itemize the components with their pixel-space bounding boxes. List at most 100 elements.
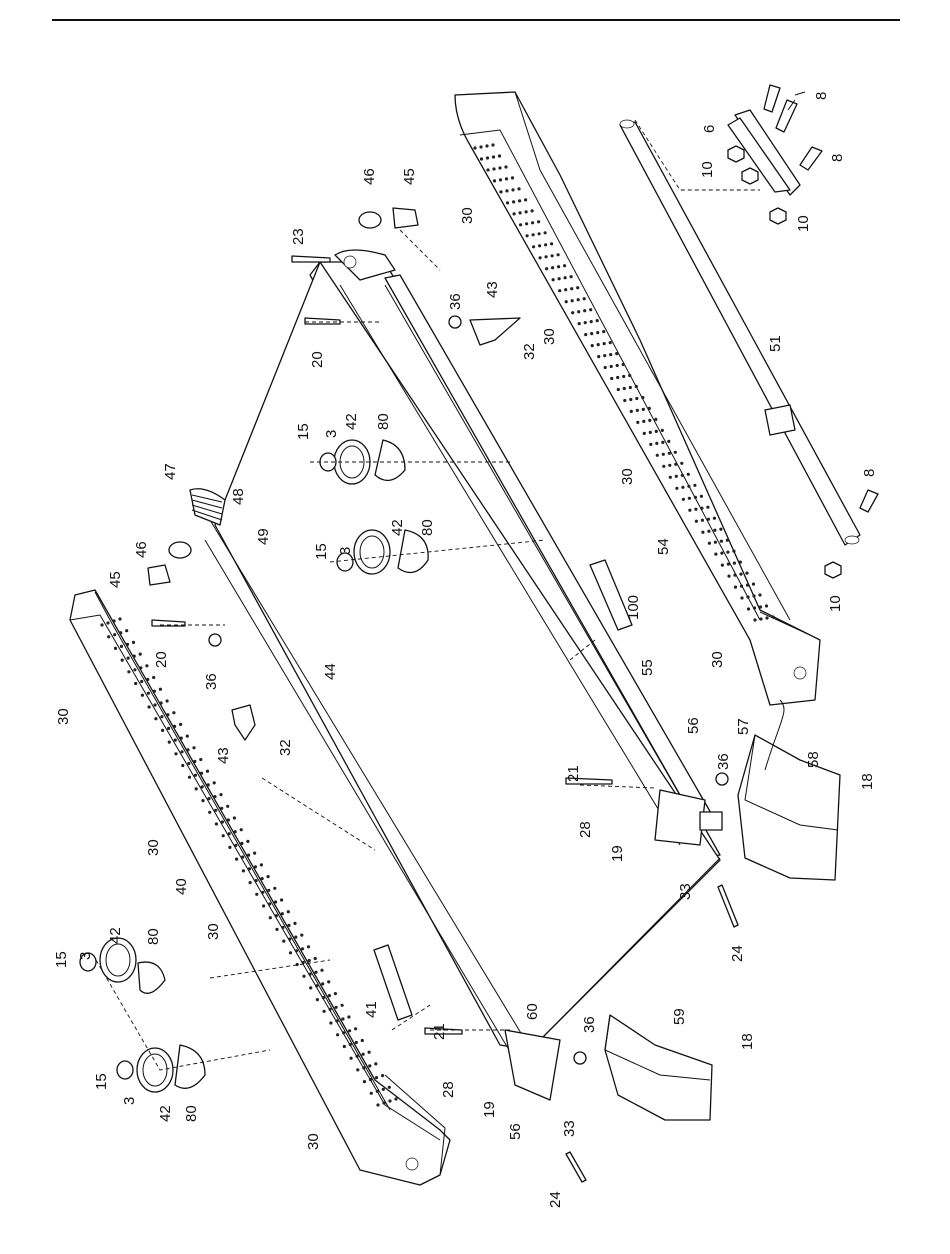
perforation-dot	[499, 190, 502, 193]
callout-label: 10	[795, 215, 812, 232]
perforation-dot	[511, 188, 514, 191]
perforation-dot	[551, 266, 554, 269]
perforation-dot	[492, 155, 495, 158]
perforation-dot	[376, 1103, 379, 1106]
perforation-dot	[662, 465, 665, 468]
perforation-dot	[524, 198, 527, 201]
perforation-dot	[668, 464, 671, 467]
perforation-dot	[629, 398, 632, 401]
perforation-dot	[700, 495, 703, 498]
perforation-dot	[186, 748, 189, 751]
callout-label: 33	[677, 883, 694, 900]
perforation-dot	[485, 144, 488, 147]
perforation-dot	[733, 562, 736, 565]
perforation-dot	[374, 1062, 377, 1065]
perforation-dot	[714, 553, 717, 556]
perforation-dot	[160, 701, 163, 704]
perforation-dot	[642, 408, 645, 411]
callout-label: 24	[729, 945, 746, 962]
perforation-dot	[321, 982, 324, 985]
perforation-dot	[512, 200, 515, 203]
perforation-dot	[628, 374, 631, 377]
perforation-dot	[126, 643, 129, 646]
perforation-dot	[493, 179, 496, 182]
callout-label: 42	[389, 519, 406, 536]
perforation-dot	[552, 278, 555, 281]
callout-label: 3	[77, 952, 94, 960]
perforation-dot	[719, 528, 722, 531]
perforation-dot	[720, 552, 723, 555]
perforation-dot	[154, 703, 157, 706]
perforation-dot	[707, 530, 710, 533]
perforation-dot	[187, 762, 190, 765]
perforation-dot	[255, 879, 258, 882]
perforation-dot	[141, 694, 144, 697]
perforation-dot	[179, 723, 182, 726]
perforation-dot	[681, 486, 684, 489]
perforation-dot	[167, 727, 170, 730]
callout-label: 56	[507, 1123, 524, 1140]
perforation-dot	[207, 783, 210, 786]
perforation-dot	[201, 799, 204, 802]
perforation-dot	[268, 902, 271, 905]
perforation-dot	[734, 586, 737, 589]
perforation-dot	[617, 388, 620, 391]
perforation-dot	[564, 276, 567, 279]
perforation-dot	[539, 256, 542, 259]
perforation-dot	[152, 676, 155, 679]
perforation-dot	[531, 209, 534, 212]
perforation-dot	[213, 781, 216, 784]
perforation-dot	[322, 996, 325, 999]
perforation-dot	[107, 635, 110, 638]
perforation-dot	[513, 212, 516, 215]
perforation-dot	[656, 454, 659, 457]
perforation-dot	[498, 154, 501, 157]
perforation-dot	[648, 419, 651, 422]
perforation-dot	[180, 750, 183, 753]
callout-label: 59	[671, 1008, 688, 1025]
perforation-dot	[289, 951, 292, 954]
perforation-dot	[302, 975, 305, 978]
perforation-dot	[288, 938, 291, 941]
perforation-dot	[661, 429, 664, 432]
perforation-dot	[246, 840, 249, 843]
perforation-dot	[701, 519, 704, 522]
callout-label: 21	[565, 765, 582, 782]
perforation-dot	[100, 623, 103, 626]
callout-label: 15	[295, 423, 312, 440]
perforation-dot	[381, 1074, 384, 1077]
perforation-dot	[308, 973, 311, 976]
perforation-dot	[753, 618, 756, 621]
perforation-dot	[616, 376, 619, 379]
perforation-dot	[610, 377, 613, 380]
perforation-dot	[491, 143, 494, 146]
perforation-dot	[222, 834, 225, 837]
perforation-dot	[228, 846, 231, 849]
perforation-dot	[681, 474, 684, 477]
perforation-dot	[161, 729, 164, 732]
perforation-dot	[584, 321, 587, 324]
perforation-dot	[370, 1092, 373, 1095]
perforation-dot	[388, 1086, 391, 1089]
perforation-dot	[281, 926, 284, 929]
perforation-dot	[249, 881, 252, 884]
callout-label: 80	[183, 1105, 200, 1122]
perforation-dot	[564, 288, 567, 291]
perforation-dot	[394, 1097, 397, 1100]
perforation-dot	[267, 889, 270, 892]
perforation-dot	[694, 508, 697, 511]
perforation-dot	[336, 1033, 339, 1036]
perforation-dot	[649, 431, 652, 434]
perforation-dot	[557, 265, 560, 268]
perforation-dot	[301, 947, 304, 950]
perforation-dot	[557, 253, 560, 256]
perforation-dot	[726, 551, 729, 554]
perforation-dot	[505, 189, 508, 192]
perforation-dot	[636, 421, 639, 424]
perforation-dot	[759, 605, 762, 608]
perforation-dot	[680, 462, 683, 465]
callout-label: 20	[309, 351, 326, 368]
perforation-dot	[583, 297, 586, 300]
perforation-dot	[576, 286, 579, 289]
callout-label: 8	[829, 154, 846, 162]
